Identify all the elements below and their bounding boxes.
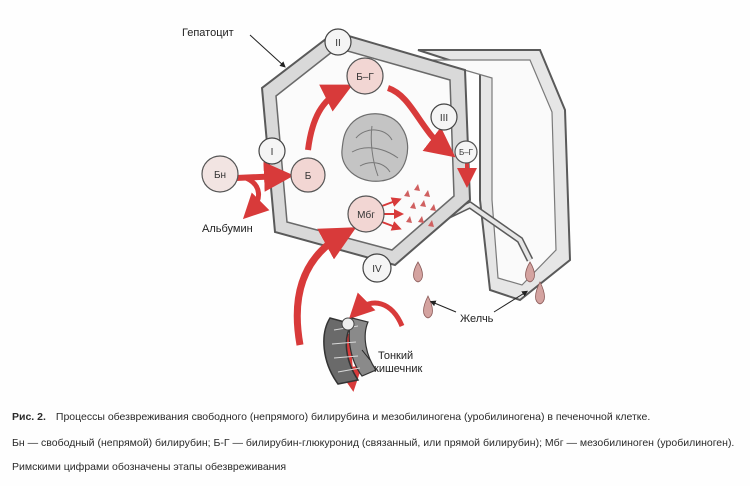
arrow-b-to-bg bbox=[305, 84, 353, 151]
figure-note: Римскими цифрами обозначены этапы обезвр… bbox=[12, 461, 287, 473]
stage-markers: I II III IV bbox=[258, 28, 458, 283]
small-intestine bbox=[323, 317, 377, 385]
svg-text:Мбг: Мбг bbox=[357, 209, 375, 221]
label-albumin: Альбумин bbox=[202, 223, 253, 235]
mesobilinogen-particles bbox=[404, 184, 436, 227]
pointer-lines bbox=[249, 34, 529, 361]
bile-drop bbox=[423, 295, 433, 319]
arrow-to-albumin bbox=[242, 175, 270, 220]
figure-legend: Бн — свободный (непрямой) билирубин; Б-Г… bbox=[12, 437, 735, 449]
label-intestine-1: Тонкий bbox=[378, 350, 413, 362]
nucleus bbox=[341, 113, 409, 182]
node-mbg: Мбг bbox=[347, 195, 385, 233]
node-b: Б bbox=[290, 157, 326, 193]
figure-number: Рис. 2. bbox=[12, 411, 46, 423]
svg-text:I: I bbox=[271, 147, 274, 158]
hepatocyte-diagram: I II III IV Бн Б bbox=[182, 27, 572, 392]
bile-drop bbox=[535, 281, 545, 305]
arrow-intestine-to-mbg bbox=[293, 227, 357, 346]
arrow-bn-to-b bbox=[235, 161, 294, 192]
svg-text:III: III bbox=[440, 113, 448, 124]
arrow-bile-to-intestine bbox=[348, 292, 405, 328]
intestine-pointer bbox=[361, 349, 371, 361]
hepatocyte-pointer bbox=[249, 34, 286, 68]
svg-text:Бн: Бн bbox=[214, 170, 226, 181]
stage-2-marker: II bbox=[324, 28, 352, 56]
label-bile: Желчь bbox=[460, 313, 494, 325]
label-intestine-2: кишечник bbox=[374, 363, 422, 375]
svg-text:II: II bbox=[335, 38, 341, 49]
svg-text:Б: Б bbox=[305, 171, 312, 182]
arrow-bg-to-canal bbox=[386, 85, 456, 158]
node-bn: Бн bbox=[201, 155, 239, 193]
label-hepatocyte: Гепатоцит bbox=[182, 27, 234, 39]
bile-pointer-left bbox=[429, 300, 457, 313]
node-bg-top: Б–Г bbox=[346, 57, 384, 95]
node-bg-right: Б–Г bbox=[454, 140, 478, 164]
svg-text:Б–Г: Б–Г bbox=[356, 72, 374, 83]
svg-text:Б–Г: Б–Г bbox=[459, 148, 474, 157]
stage-3-marker: III bbox=[430, 103, 458, 131]
stage-1-marker: I bbox=[258, 137, 286, 165]
stage-4-marker: IV bbox=[362, 253, 392, 283]
bile-drop bbox=[525, 261, 535, 283]
svg-text:IV: IV bbox=[372, 264, 382, 275]
figure-caption-title: Рис. 2. Процессы обезвреживания свободног… bbox=[12, 411, 740, 423]
figure-title: Процессы обезвреживания свободного (непр… bbox=[55, 411, 651, 423]
bile-pointer-right bbox=[493, 290, 529, 313]
bile-drop bbox=[413, 261, 423, 283]
molecule-nodes: Бн Б Б–Г Б–Г Мбг bbox=[201, 57, 478, 233]
